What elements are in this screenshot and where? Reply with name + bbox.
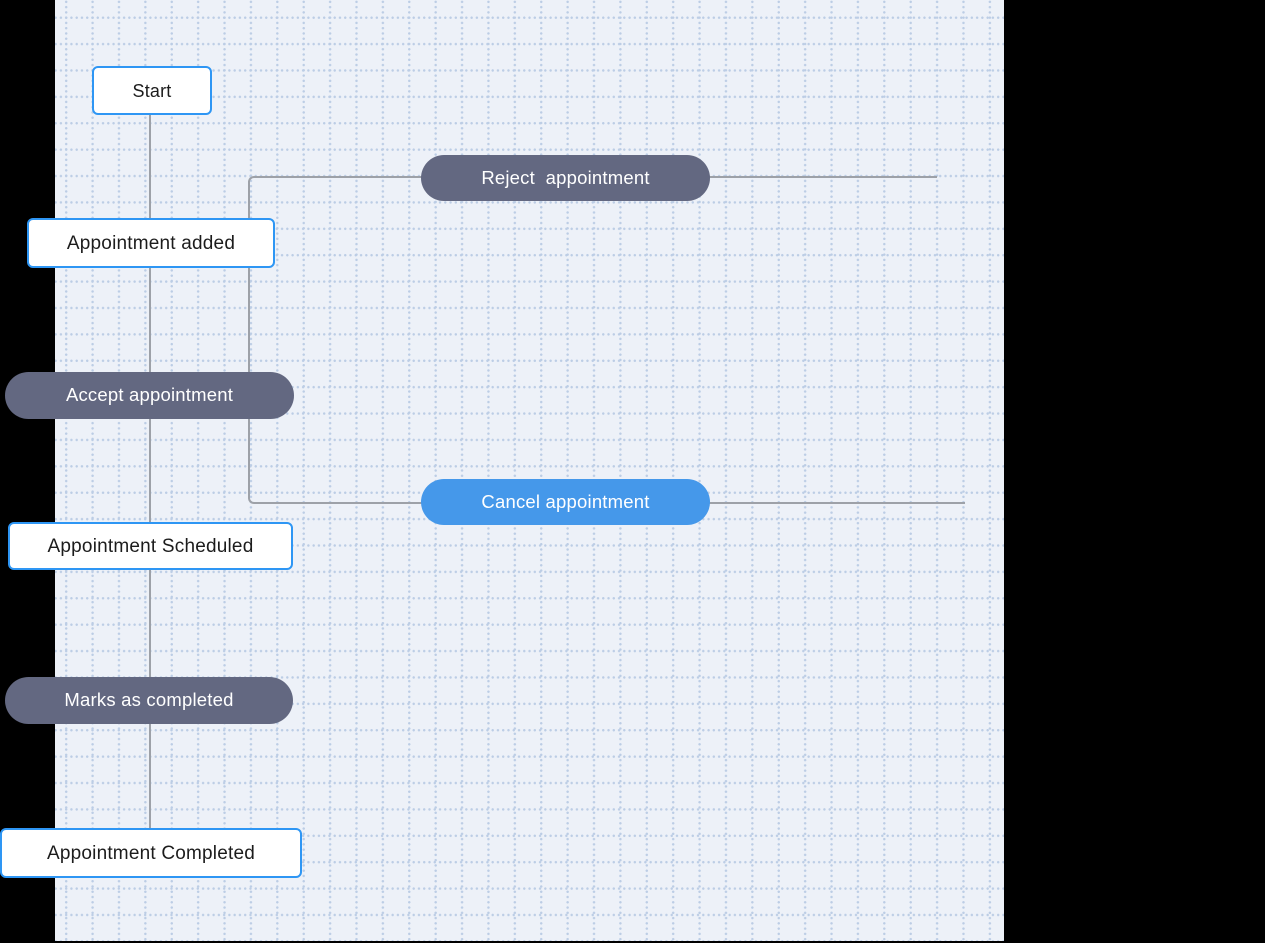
- node-appointment-added[interactable]: Appointment added: [27, 218, 275, 268]
- node-accept-appointment-label: Accept appointment: [65, 384, 234, 406]
- node-appointment-scheduled-label: Appointment Scheduled: [47, 535, 254, 557]
- node-cancel-appointment-label: Cancel appointment: [481, 490, 650, 512]
- node-appointment-completed[interactable]: Appointment Completed: [0, 828, 302, 878]
- node-marks-as-completed-label: Marks as completed: [64, 689, 234, 711]
- connector-main-vertical: [149, 115, 151, 829]
- node-marks-as-completed[interactable]: Marks as completed: [5, 677, 293, 724]
- node-appointment-completed-label: Appointment Completed: [46, 842, 256, 864]
- connector-branch-vertical: [248, 194, 250, 486]
- bottom-black-strip: [0, 941, 1265, 943]
- node-reject-appointment-label: Reject appointment: [481, 166, 650, 188]
- node-accept-appointment[interactable]: Accept appointment: [5, 372, 294, 419]
- left-black-panel: [0, 0, 55, 943]
- grid-canvas[interactable]: [55, 0, 1004, 941]
- node-appointment-scheduled[interactable]: Appointment Scheduled: [8, 522, 293, 570]
- right-black-panel: [1004, 0, 1265, 943]
- node-cancel-appointment[interactable]: Cancel appointment: [421, 479, 710, 525]
- node-start-label: Start: [132, 80, 172, 101]
- node-appointment-added-label: Appointment added: [66, 232, 236, 254]
- node-start[interactable]: Start: [92, 66, 212, 115]
- node-reject-appointment[interactable]: Reject appointment: [421, 155, 710, 201]
